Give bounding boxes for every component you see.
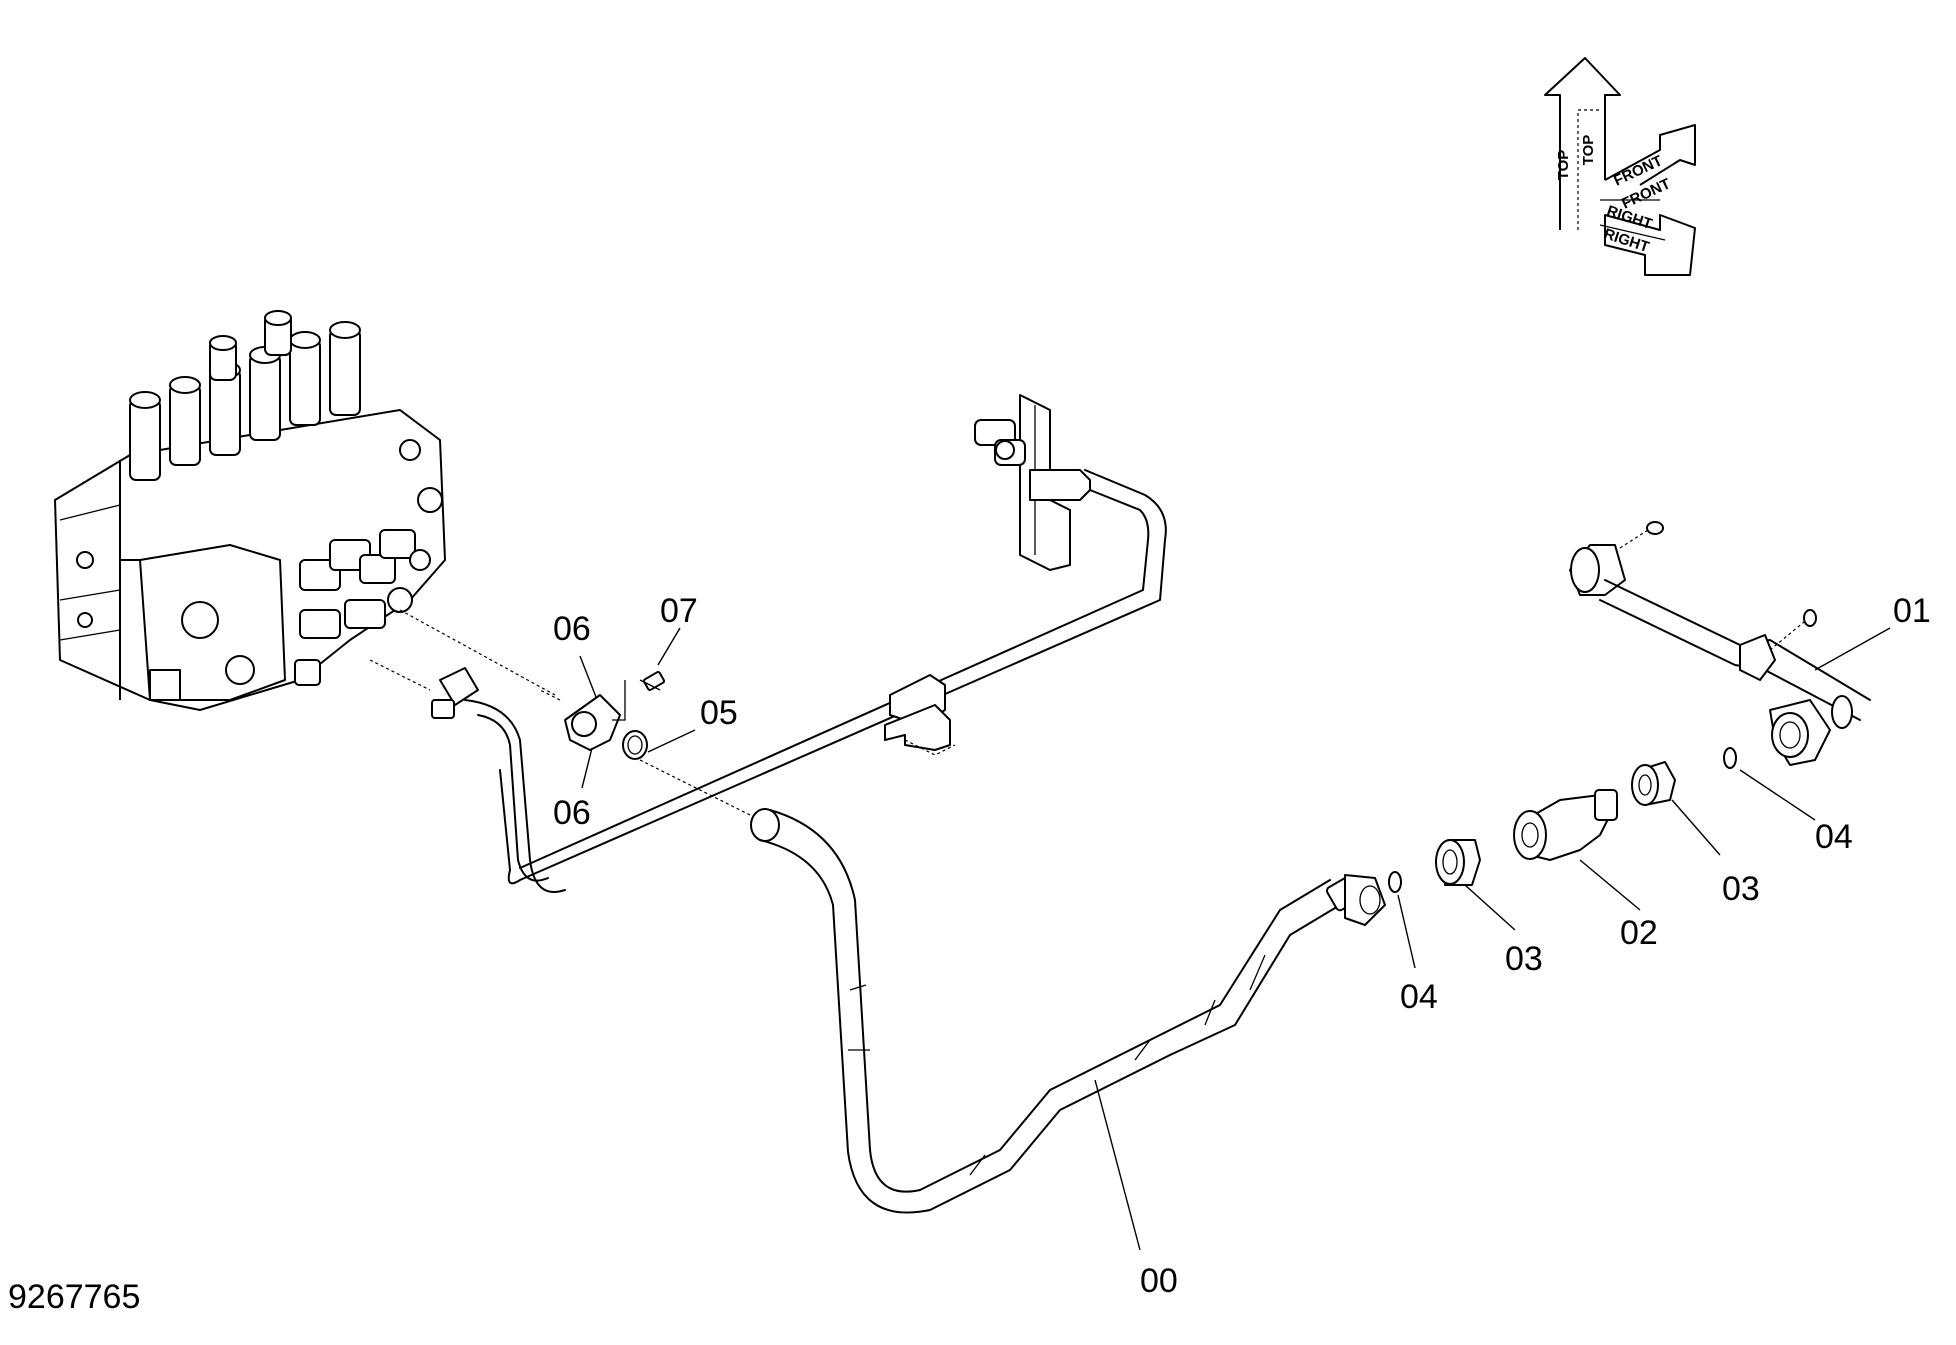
fittings-row bbox=[1388, 747, 1737, 893]
callout-leaders bbox=[579, 627, 1891, 1251]
hose-00 bbox=[750, 808, 1386, 1214]
callout-06-upper: 06 bbox=[553, 610, 591, 648]
callout-02: 02 bbox=[1620, 914, 1658, 952]
callout-07: 07 bbox=[660, 592, 698, 630]
control-valve-assembly bbox=[54, 310, 556, 711]
direction-top-label: TOP bbox=[1555, 150, 1572, 181]
orientation-indicator: TOP TOP FRONT FRONT RIGHT RIGHT bbox=[1544, 57, 1696, 276]
union-02 bbox=[1513, 789, 1618, 861]
callout-03-upper: 03 bbox=[1722, 870, 1760, 908]
callout-05: 05 bbox=[700, 694, 738, 732]
drawing-number: 9267765 bbox=[8, 1278, 140, 1316]
callout-04-lower: 04 bbox=[1400, 978, 1438, 1016]
hose-01 bbox=[1569, 521, 1871, 766]
callout-labels: 00 01 02 03 03 04 04 05 06 06 07 bbox=[553, 592, 1931, 1300]
callout-06-lower: 06 bbox=[553, 794, 591, 832]
steel-line-upper bbox=[499, 469, 1167, 885]
adapter-03a bbox=[1435, 839, 1481, 886]
adapter-03b bbox=[1631, 761, 1676, 806]
callout-00: 00 bbox=[1140, 1262, 1178, 1300]
callout-01: 01 bbox=[1893, 592, 1931, 630]
callout-04-upper: 04 bbox=[1815, 818, 1853, 856]
tube-from-valve bbox=[431, 667, 566, 893]
valve-fittings bbox=[294, 439, 443, 686]
upper-bracket bbox=[974, 394, 1091, 571]
o-ring-04a bbox=[1388, 871, 1402, 893]
flange-assembly bbox=[539, 671, 761, 821]
direction-top-label-2: TOP bbox=[1580, 135, 1597, 166]
callout-03-lower: 03 bbox=[1505, 940, 1543, 978]
o-ring-04b bbox=[1723, 747, 1737, 769]
spool-caps bbox=[129, 310, 361, 481]
